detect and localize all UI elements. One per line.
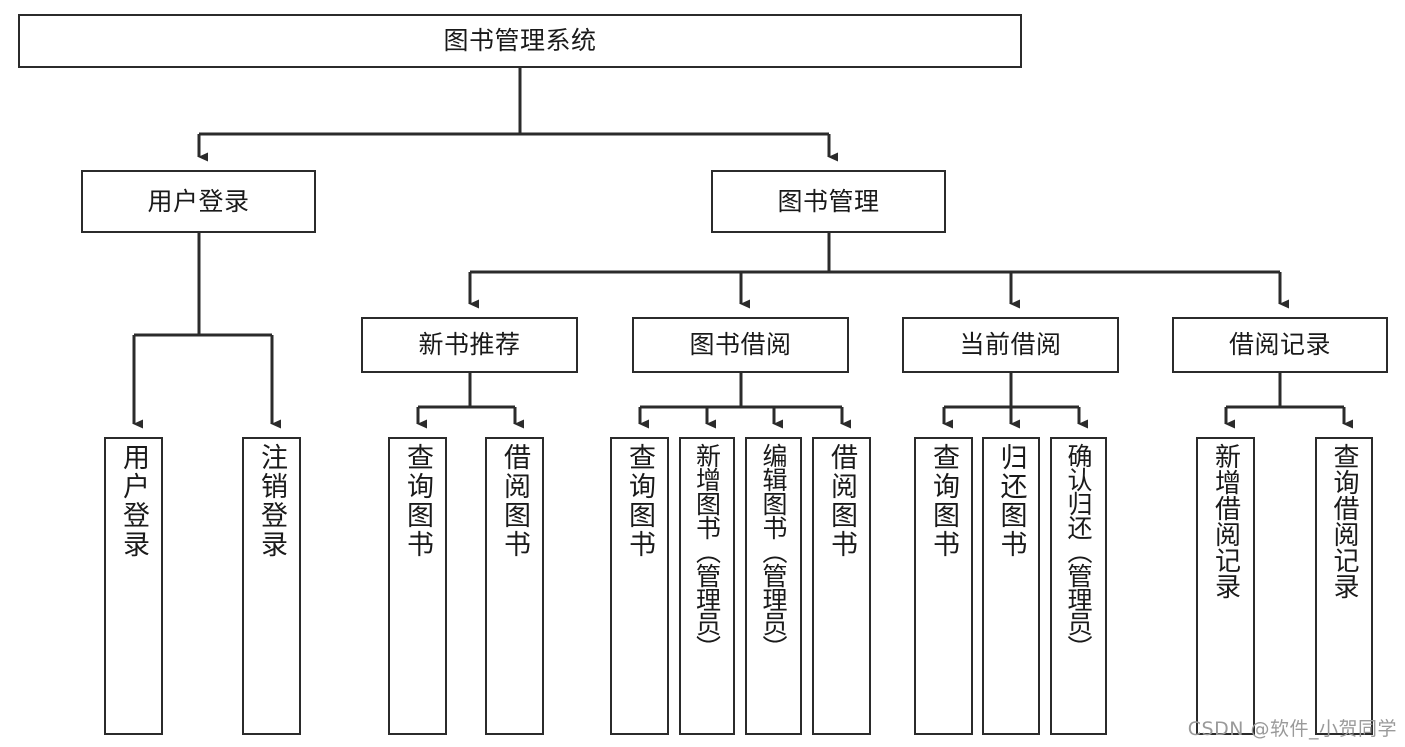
node-label: 确认归还（管理员） bbox=[1064, 443, 1093, 659]
node-label: 用户登录 bbox=[118, 443, 149, 559]
node-label: 查询图书 bbox=[624, 443, 655, 559]
node-leaf-query-book-2[interactable]: 查询图书 bbox=[610, 437, 669, 735]
node-leaf-query-book-1[interactable]: 查询图书 bbox=[388, 437, 447, 735]
node-label: 查询图书 bbox=[928, 443, 959, 559]
node-leaf-logout[interactable]: 注销登录 bbox=[242, 437, 301, 735]
node-label: 新增图书（管理员） bbox=[692, 443, 722, 659]
node-borrow-record[interactable]: 借阅记录 bbox=[1172, 317, 1388, 373]
node-label: 当前借阅 bbox=[959, 330, 1062, 360]
node-label: 借阅记录 bbox=[1228, 330, 1331, 360]
node-label: 注销登录 bbox=[256, 443, 287, 559]
node-leaf-return-book[interactable]: 归还图书 bbox=[982, 437, 1040, 735]
node-new-book-rec[interactable]: 新书推荐 bbox=[361, 317, 578, 373]
node-book-manage[interactable]: 图书管理 bbox=[711, 170, 946, 233]
node-leaf-borrow-book-2[interactable]: 借阅图书 bbox=[812, 437, 871, 735]
node-label: 查询借阅记录 bbox=[1329, 443, 1359, 599]
node-leaf-confirm-return[interactable]: 确认归还（管理员） bbox=[1050, 437, 1107, 735]
node-leaf-add-book[interactable]: 新增图书（管理员） bbox=[679, 437, 735, 735]
node-label: 归还图书 bbox=[995, 443, 1027, 559]
node-root[interactable]: 图书管理系统 bbox=[18, 14, 1022, 68]
node-label: 借阅图书 bbox=[826, 443, 857, 559]
node-label: 查询图书 bbox=[402, 443, 433, 559]
node-leaf-query-record[interactable]: 查询借阅记录 bbox=[1315, 437, 1373, 735]
node-label: 图书管理 bbox=[777, 186, 880, 216]
node-label: 新增借阅记录 bbox=[1210, 443, 1241, 599]
node-leaf-query-book-3[interactable]: 查询图书 bbox=[914, 437, 973, 735]
node-label: 用户登录 bbox=[147, 186, 250, 216]
node-book-borrow[interactable]: 图书借阅 bbox=[632, 317, 849, 373]
node-current-borrow[interactable]: 当前借阅 bbox=[902, 317, 1119, 373]
node-user-login[interactable]: 用户登录 bbox=[81, 170, 316, 233]
node-leaf-user-login[interactable]: 用户登录 bbox=[104, 437, 163, 735]
node-label: 图书管理系统 bbox=[443, 26, 597, 56]
node-label: 图书借阅 bbox=[689, 330, 792, 360]
node-label: 借阅图书 bbox=[499, 443, 530, 559]
node-leaf-add-record[interactable]: 新增借阅记录 bbox=[1196, 437, 1255, 735]
node-label: 新书推荐 bbox=[418, 330, 521, 360]
node-leaf-borrow-book-1[interactable]: 借阅图书 bbox=[485, 437, 544, 735]
node-label: 编辑图书（管理员） bbox=[759, 443, 788, 659]
node-leaf-edit-book[interactable]: 编辑图书（管理员） bbox=[745, 437, 802, 735]
